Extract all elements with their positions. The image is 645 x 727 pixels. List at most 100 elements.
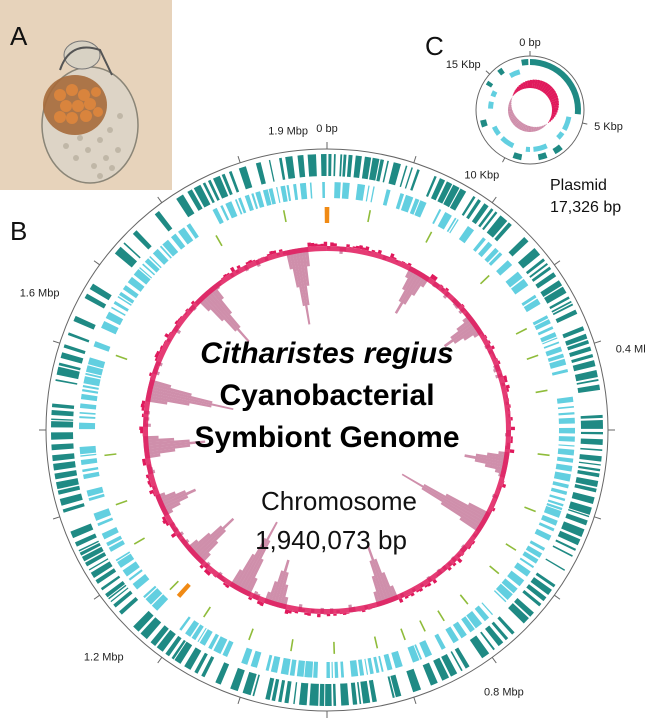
gc-skew-bar-negative xyxy=(468,502,491,517)
gc-skew-bar-positive xyxy=(418,587,424,592)
forward-gene-block xyxy=(535,272,557,289)
reverse-gene-block xyxy=(122,285,139,299)
reverse-gene-block xyxy=(199,629,213,646)
gc-skew-bar-negative xyxy=(188,532,211,554)
forward-gene-block xyxy=(207,179,220,201)
reverse-gene-block xyxy=(234,199,243,215)
gc-skew-bar-positive xyxy=(424,584,429,588)
forward-gene-block xyxy=(279,157,286,180)
reverse-gene-block xyxy=(85,365,104,376)
plasmid-gc-negative xyxy=(524,124,528,132)
forward-gene-block xyxy=(454,647,470,669)
reverse-gene-block xyxy=(540,332,557,343)
plasmid-gc-positive xyxy=(551,113,556,117)
plasmid-gc-positive xyxy=(522,81,527,89)
gc-skew-bar-negative xyxy=(144,448,176,456)
reverse-gene-block xyxy=(79,445,97,455)
forward-gene-block xyxy=(100,575,121,591)
reverse-gene-block xyxy=(225,201,238,219)
gc-skew-bar-positive xyxy=(492,507,496,512)
reverse-gene-block xyxy=(87,357,106,369)
forward-gene-block xyxy=(577,470,600,478)
forward-gene-block xyxy=(51,403,75,409)
trna-mark xyxy=(459,594,469,605)
reverse-gene-block xyxy=(111,306,126,316)
gc-skew-bar-positive xyxy=(427,582,432,587)
reverse-gene-block xyxy=(549,358,567,369)
forward-gene-block xyxy=(51,418,74,421)
gc-skew-bar-negative xyxy=(445,493,490,520)
reverse-gene-block xyxy=(152,248,169,265)
reverse-gene-block xyxy=(222,640,234,657)
reverse-gene-block xyxy=(79,412,96,415)
reverse-gene-block xyxy=(144,258,160,273)
reverse-gene-block xyxy=(341,182,350,199)
gc-skew-bar-positive xyxy=(190,300,195,305)
reverse-gene-block xyxy=(105,311,124,326)
trna-mark xyxy=(215,235,223,247)
gc-skew-bar-positive xyxy=(429,273,436,280)
gc-skew-bar-positive xyxy=(278,249,283,253)
rrna-mark xyxy=(324,207,330,224)
gc-skew-bar-positive xyxy=(176,318,181,322)
reverse-gene-block xyxy=(289,659,297,676)
gc-skew-bar-positive xyxy=(248,596,253,601)
reverse-gene-block xyxy=(179,616,191,631)
forward-gene-block xyxy=(110,587,129,603)
gc-skew-bar-negative xyxy=(206,288,241,329)
gc-skew-bar-negative xyxy=(148,382,192,397)
chromosome-name: Chromosome xyxy=(261,486,417,516)
gc-skew-bar-positive xyxy=(503,378,508,383)
gc-skew-bar-negative xyxy=(203,291,250,343)
plasmid-gc-positive xyxy=(524,81,529,89)
gc-skew-bar-negative xyxy=(240,539,271,594)
reverse-gene-block xyxy=(80,458,98,465)
reverse-gene-block xyxy=(178,227,194,245)
gc-skew-bar-positive xyxy=(159,345,164,350)
forward-gene-block xyxy=(350,682,358,705)
reverse-gene-block xyxy=(400,194,414,213)
reverse-gene-block xyxy=(151,594,169,611)
forward-gene-block xyxy=(187,189,203,211)
chromosome-tick xyxy=(52,516,60,520)
gc-skew-bar-positive xyxy=(445,287,450,292)
reverse-gene-block xyxy=(501,578,518,594)
trna-mark xyxy=(290,639,294,652)
forward-gene-block xyxy=(555,309,578,324)
gc-skew-bar-positive xyxy=(377,249,382,255)
forward-gene-block xyxy=(433,657,450,681)
chromosome-tick-label: 1.2 Mbp xyxy=(84,652,124,664)
forward-gene-block xyxy=(508,603,529,624)
forward-gene-block xyxy=(293,682,298,705)
forward-gene-block xyxy=(193,184,211,208)
reverse-gene-block xyxy=(355,183,366,201)
forward-gene-block xyxy=(105,581,126,598)
plasmid-reverse-gene-block xyxy=(491,125,501,136)
gc-skew-bar-positive xyxy=(148,372,153,377)
reverse-gene-block xyxy=(558,436,575,442)
reverse-gene-block xyxy=(82,388,99,394)
plasmid-gc-negative xyxy=(526,125,529,132)
chromosome-tick-label: 0.8 Mbp xyxy=(484,687,524,699)
gc-skew-bar-negative xyxy=(401,473,487,525)
reverse-gene-block xyxy=(119,291,135,304)
reverse-gene-block xyxy=(276,187,281,203)
gc-skew-bar-negative xyxy=(475,453,509,463)
forward-gene-block xyxy=(299,682,309,706)
reverse-gene-block xyxy=(495,583,513,600)
reverse-gene-block xyxy=(128,569,143,581)
gc-skew-bar-negative xyxy=(273,559,290,607)
forward-gene-block xyxy=(580,431,603,435)
gc-skew-bar-positive xyxy=(401,260,406,264)
plasmid-gc-positive xyxy=(547,121,550,124)
gc-skew-bar-positive xyxy=(362,247,366,251)
gc-skew-bar-positive xyxy=(497,360,501,365)
gc-skew-bar-positive xyxy=(149,489,155,495)
gc-skew-bar-positive xyxy=(323,241,328,247)
gc-skew-bar-negative xyxy=(232,553,255,590)
forward-gene-block xyxy=(215,662,230,685)
reverse-gene-block xyxy=(334,182,341,199)
plasmid-gc-positive xyxy=(544,85,553,95)
gc-skew-bar-positive xyxy=(317,613,321,618)
gc-skew-bar-negative xyxy=(440,501,484,531)
